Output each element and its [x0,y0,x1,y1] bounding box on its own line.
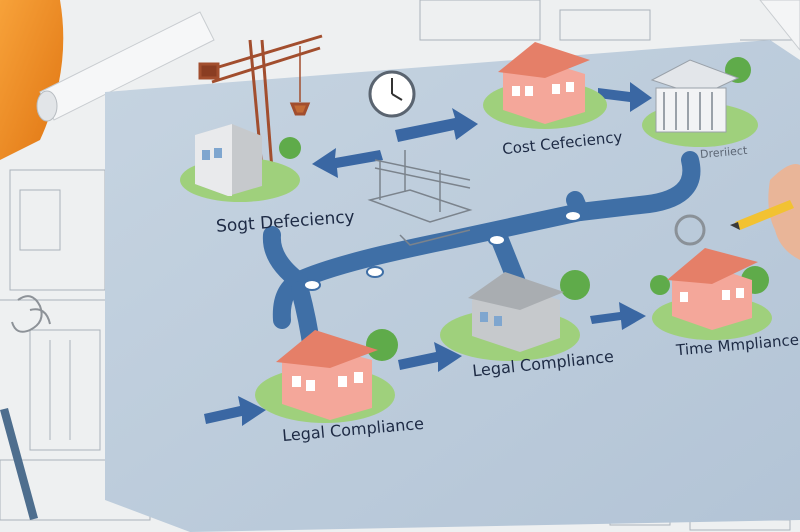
flow-arrows [204,82,652,426]
hand-with-pencil [730,164,800,260]
sketch-machine [367,150,473,246]
clock-icon [368,70,416,118]
blueprint-roll [36,11,215,122]
building-grey-left [195,124,262,196]
house-pink-bottom-left [276,330,378,420]
construction-crane [198,34,323,171]
pencil-left [0,408,38,520]
building-columns [650,59,740,133]
trees [279,57,769,361]
magnifier-icon [674,214,706,246]
house-pink-top [498,42,590,124]
paperclip [11,295,51,333]
building-grey-middle [468,272,564,352]
house-pink-right [667,248,758,330]
path-waypoints [303,210,582,291]
